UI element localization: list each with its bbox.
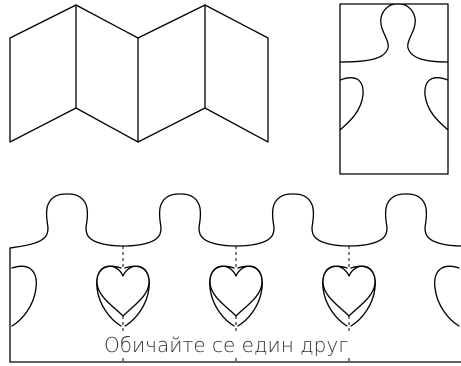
arm-cutout — [11, 265, 37, 327]
doll-left-arm-outline — [339, 77, 364, 131]
arm-cutout — [350, 265, 376, 327]
doll-right-arm-outline — [424, 77, 449, 131]
heart-cutout — [209, 265, 263, 317]
accordion-folded-paper — [9, 4, 269, 143]
folded-paper-doll-template — [339, 3, 449, 175]
heart-cutout — [322, 265, 376, 317]
caption-text: Обичайте се един друг — [104, 333, 348, 357]
arm-cutout — [96, 265, 122, 327]
arm-cutout — [124, 265, 150, 327]
caption-group: Обичайте се един друг — [88, 332, 358, 358]
heart-cutout — [96, 265, 150, 317]
chain-heads-outline — [9, 193, 461, 249]
arm-cutout — [237, 265, 263, 327]
arm-cutout — [434, 265, 460, 327]
folded-paper-rect — [339, 3, 449, 175]
arm-cutout — [322, 265, 348, 327]
arm-cutout — [209, 265, 235, 327]
doll-head-outline — [339, 3, 449, 63]
caption-background — [88, 332, 358, 358]
